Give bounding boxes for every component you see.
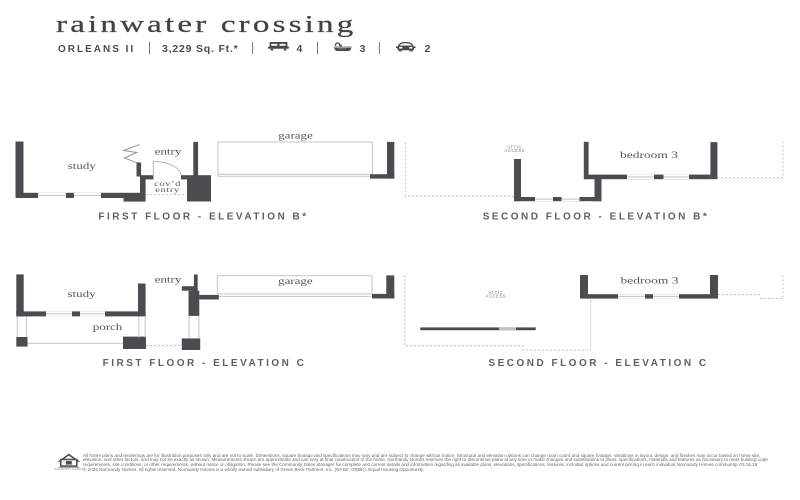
svg-text:ATTIC: ATTIC [489,290,504,295]
svg-text:ATTIC: ATTIC [508,145,523,150]
svg-text:SECOND FLOOR - ELEVATION B*: SECOND FLOOR - ELEVATION B* [483,212,710,223]
svg-text:bedroom 3: bedroom 3 [620,150,678,161]
svg-text:garage: garage [278,131,313,141]
svg-text:SECOND FLOOR - ELEVATION C: SECOND FLOOR - ELEVATION C [488,358,708,369]
svg-text:entry: entry [155,275,182,285]
svg-text:study: study [67,290,96,300]
svg-text:porch: porch [93,322,123,332]
svg-text:study: study [68,162,97,172]
svg-text:ACCESS: ACCESS [505,148,526,153]
svg-text:FIRST FLOOR - ELEVATION B*: FIRST FLOOR - ELEVATION B* [98,212,308,223]
svg-text:cov’d: cov’d [154,179,181,187]
svg-text:NORMANDY HOMES: NORMANDY HOMES [54,467,84,471]
svg-text:garage: garage [278,277,313,287]
svg-text:bedroom 3: bedroom 3 [620,275,678,286]
svg-text:FIRST FLOOR - ELEVATION C: FIRST FLOOR - ELEVATION C [103,358,307,369]
svg-text:ACCESS: ACCESS [486,294,507,299]
svg-text:entry: entry [155,185,180,193]
svg-text:entry: entry [155,147,182,157]
